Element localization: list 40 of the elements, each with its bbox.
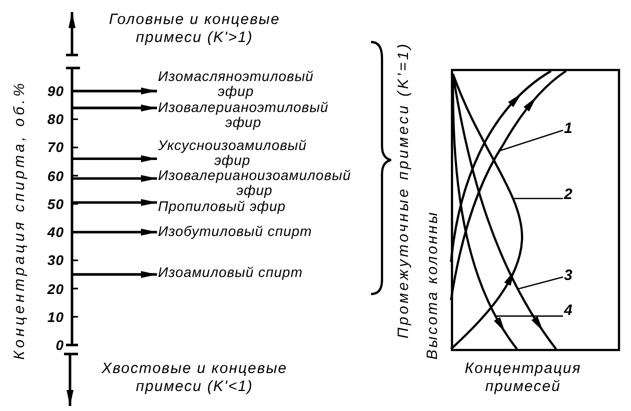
leader-line xyxy=(495,315,563,317)
direction-label: Хвостовые и концевые примеси (K'<1) xyxy=(100,360,288,396)
arrow xyxy=(73,199,157,206)
callout-number: 4 xyxy=(564,303,573,318)
axis-title: Концентрация примесей xyxy=(464,360,582,396)
compound-label: Изовалерианоизоамиловый эфир xyxy=(158,168,351,198)
compound-label: Изовалерианоэтиловый эфир xyxy=(158,100,329,130)
tick-label: 20 xyxy=(47,280,64,297)
compound-label: Уксусноизоамиловый эфир xyxy=(158,138,307,168)
callout-number: 2 xyxy=(564,187,573,202)
tick-label: 40 xyxy=(47,224,64,240)
callout-number: 3 xyxy=(564,268,573,283)
arrow xyxy=(73,88,157,95)
compound-label: Изобутиловый спирт xyxy=(158,224,312,239)
leader-line xyxy=(499,130,564,152)
compound-label: Пропиловый эфир xyxy=(158,199,286,214)
arrow xyxy=(73,155,157,162)
direction-label: Головные и концевые примеси (K'>1) xyxy=(108,11,282,47)
leader-line xyxy=(518,276,564,290)
tick-label: 10 xyxy=(47,308,64,325)
axis-title: Концентрация спирта, об.% xyxy=(11,80,29,360)
tick-label: 0 xyxy=(56,337,64,353)
arrow xyxy=(73,270,157,278)
arrow xyxy=(73,175,157,182)
leader-line xyxy=(513,198,563,200)
concentration-curve xyxy=(450,70,552,262)
axis-title: Высота колонны xyxy=(424,210,442,360)
arrow xyxy=(73,104,157,112)
tick-label: 90 xyxy=(47,83,64,100)
concentration-curve xyxy=(452,74,557,350)
arrow xyxy=(73,228,157,236)
tick-label: 70 xyxy=(47,139,64,156)
tick-label: 80 xyxy=(47,111,64,128)
compound-label: Изоамиловый спирт xyxy=(158,265,303,280)
callout-number: 1 xyxy=(564,121,573,136)
bracket-label: Промежуточные примеси (K'=1) xyxy=(395,42,413,338)
tick-label: 50 xyxy=(47,196,64,212)
compound-label: Изомасляноэтиловый эфир xyxy=(158,69,314,99)
tick-label: 60 xyxy=(47,168,64,184)
tick-label: 30 xyxy=(47,252,64,268)
